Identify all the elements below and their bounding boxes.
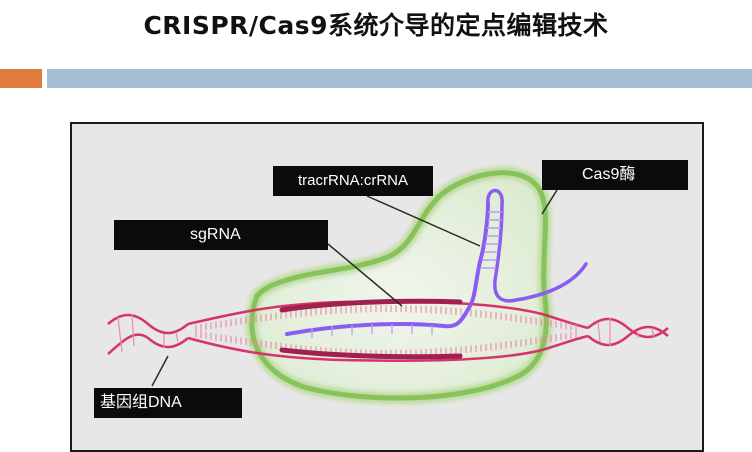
genomic-dna-helix xyxy=(107,298,669,362)
label-genomic-dna: 基因组DNA xyxy=(94,388,242,418)
label-cas9-enzyme: Cas9酶 xyxy=(542,160,688,190)
label-tracrrna-crrna: tracrRNA:crRNA xyxy=(273,166,433,196)
slide-title: CRISPR/Cas9系统介导的定点编辑技术 xyxy=(143,11,609,40)
title-accent-bar-orange xyxy=(0,69,42,88)
title-accent-bar-blue xyxy=(47,69,752,88)
cas9-diagram-canvas xyxy=(107,166,669,405)
cas9-diagram-figure: tracrRNA:crRNA Cas9酶 sgRNA 基因组DNA xyxy=(70,122,704,452)
sgrna-strand xyxy=(285,188,588,338)
label-sgrna: sgRNA xyxy=(114,220,328,250)
leader-lines xyxy=(151,189,558,387)
